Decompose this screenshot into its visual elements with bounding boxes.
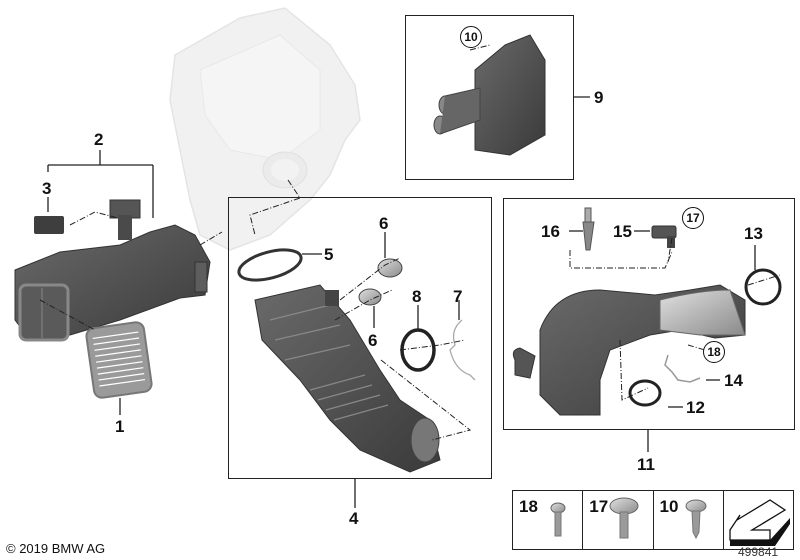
- diagram-number: 499841: [738, 545, 779, 559]
- air-filter-housing-ghost: [169, 7, 361, 251]
- group-box-4: [228, 197, 492, 479]
- intake-duct-part-2: [14, 199, 211, 342]
- callout-5[interactable]: 5: [324, 245, 334, 264]
- callout-8[interactable]: 8: [412, 287, 422, 306]
- leader-lines: [47, 96, 756, 508]
- grille-part-1: [85, 321, 153, 399]
- callout-4[interactable]: 4: [349, 509, 359, 528]
- legend-screw-icons: [550, 497, 707, 540]
- circled-ref-10[interactable]: 10: [460, 26, 482, 48]
- seal-ring-part-13: [744, 268, 782, 306]
- callout-16[interactable]: 16: [541, 222, 560, 241]
- dash-dot-lines: [39, 44, 781, 441]
- pad-part-3: [34, 216, 64, 234]
- callout-15[interactable]: 15: [613, 222, 632, 241]
- module-part-9: [433, 34, 546, 156]
- callout-11[interactable]: 11: [637, 455, 655, 474]
- legend-label: 18: [519, 497, 538, 516]
- callout-14[interactable]: 14: [724, 371, 743, 390]
- callout-1[interactable]: 1: [115, 417, 125, 436]
- circled-ref-18[interactable]: 18: [703, 341, 725, 363]
- hose-clamp-part-6a: [377, 258, 403, 278]
- callout-13[interactable]: 13: [744, 224, 763, 243]
- fastener-legend: 18 17 10: [512, 490, 794, 550]
- legend-cell-18[interactable]: 18: [513, 491, 584, 549]
- legend-cell-10[interactable]: 10: [654, 491, 724, 549]
- group-box-9: [405, 15, 574, 180]
- group-box-11: [503, 198, 795, 430]
- clamp-ring-part-5: [237, 248, 303, 282]
- callout-2[interactable]: 2: [94, 130, 104, 149]
- callout-6-top[interactable]: 6: [379, 214, 389, 233]
- legend-cell-17[interactable]: 17: [583, 491, 654, 549]
- callout-7[interactable]: 7: [453, 287, 463, 306]
- callout-9[interactable]: 9: [594, 88, 604, 107]
- copyright-text: © 2019 BMW AG: [6, 541, 106, 556]
- seal-ring-part-12: [628, 379, 662, 407]
- callout-3[interactable]: 3: [42, 179, 52, 198]
- sensor-part-16: [582, 207, 595, 251]
- intake-pipe-part-11: [512, 284, 746, 416]
- legend-cell-arrow: [724, 491, 793, 549]
- legend-label: 17: [589, 497, 609, 516]
- callout-6-bottom[interactable]: 6: [368, 331, 378, 350]
- legend-label: 10: [659, 497, 679, 516]
- circled-ref-17[interactable]: 17: [682, 207, 704, 229]
- wire-part-14: [664, 354, 701, 383]
- direction-arrow-icon: [729, 499, 790, 546]
- callout-12[interactable]: 12: [686, 398, 705, 417]
- hose-clamp-part-6b: [358, 288, 382, 306]
- spring-clip-part-7: [449, 319, 476, 381]
- intake-hose-part-4: [254, 284, 441, 473]
